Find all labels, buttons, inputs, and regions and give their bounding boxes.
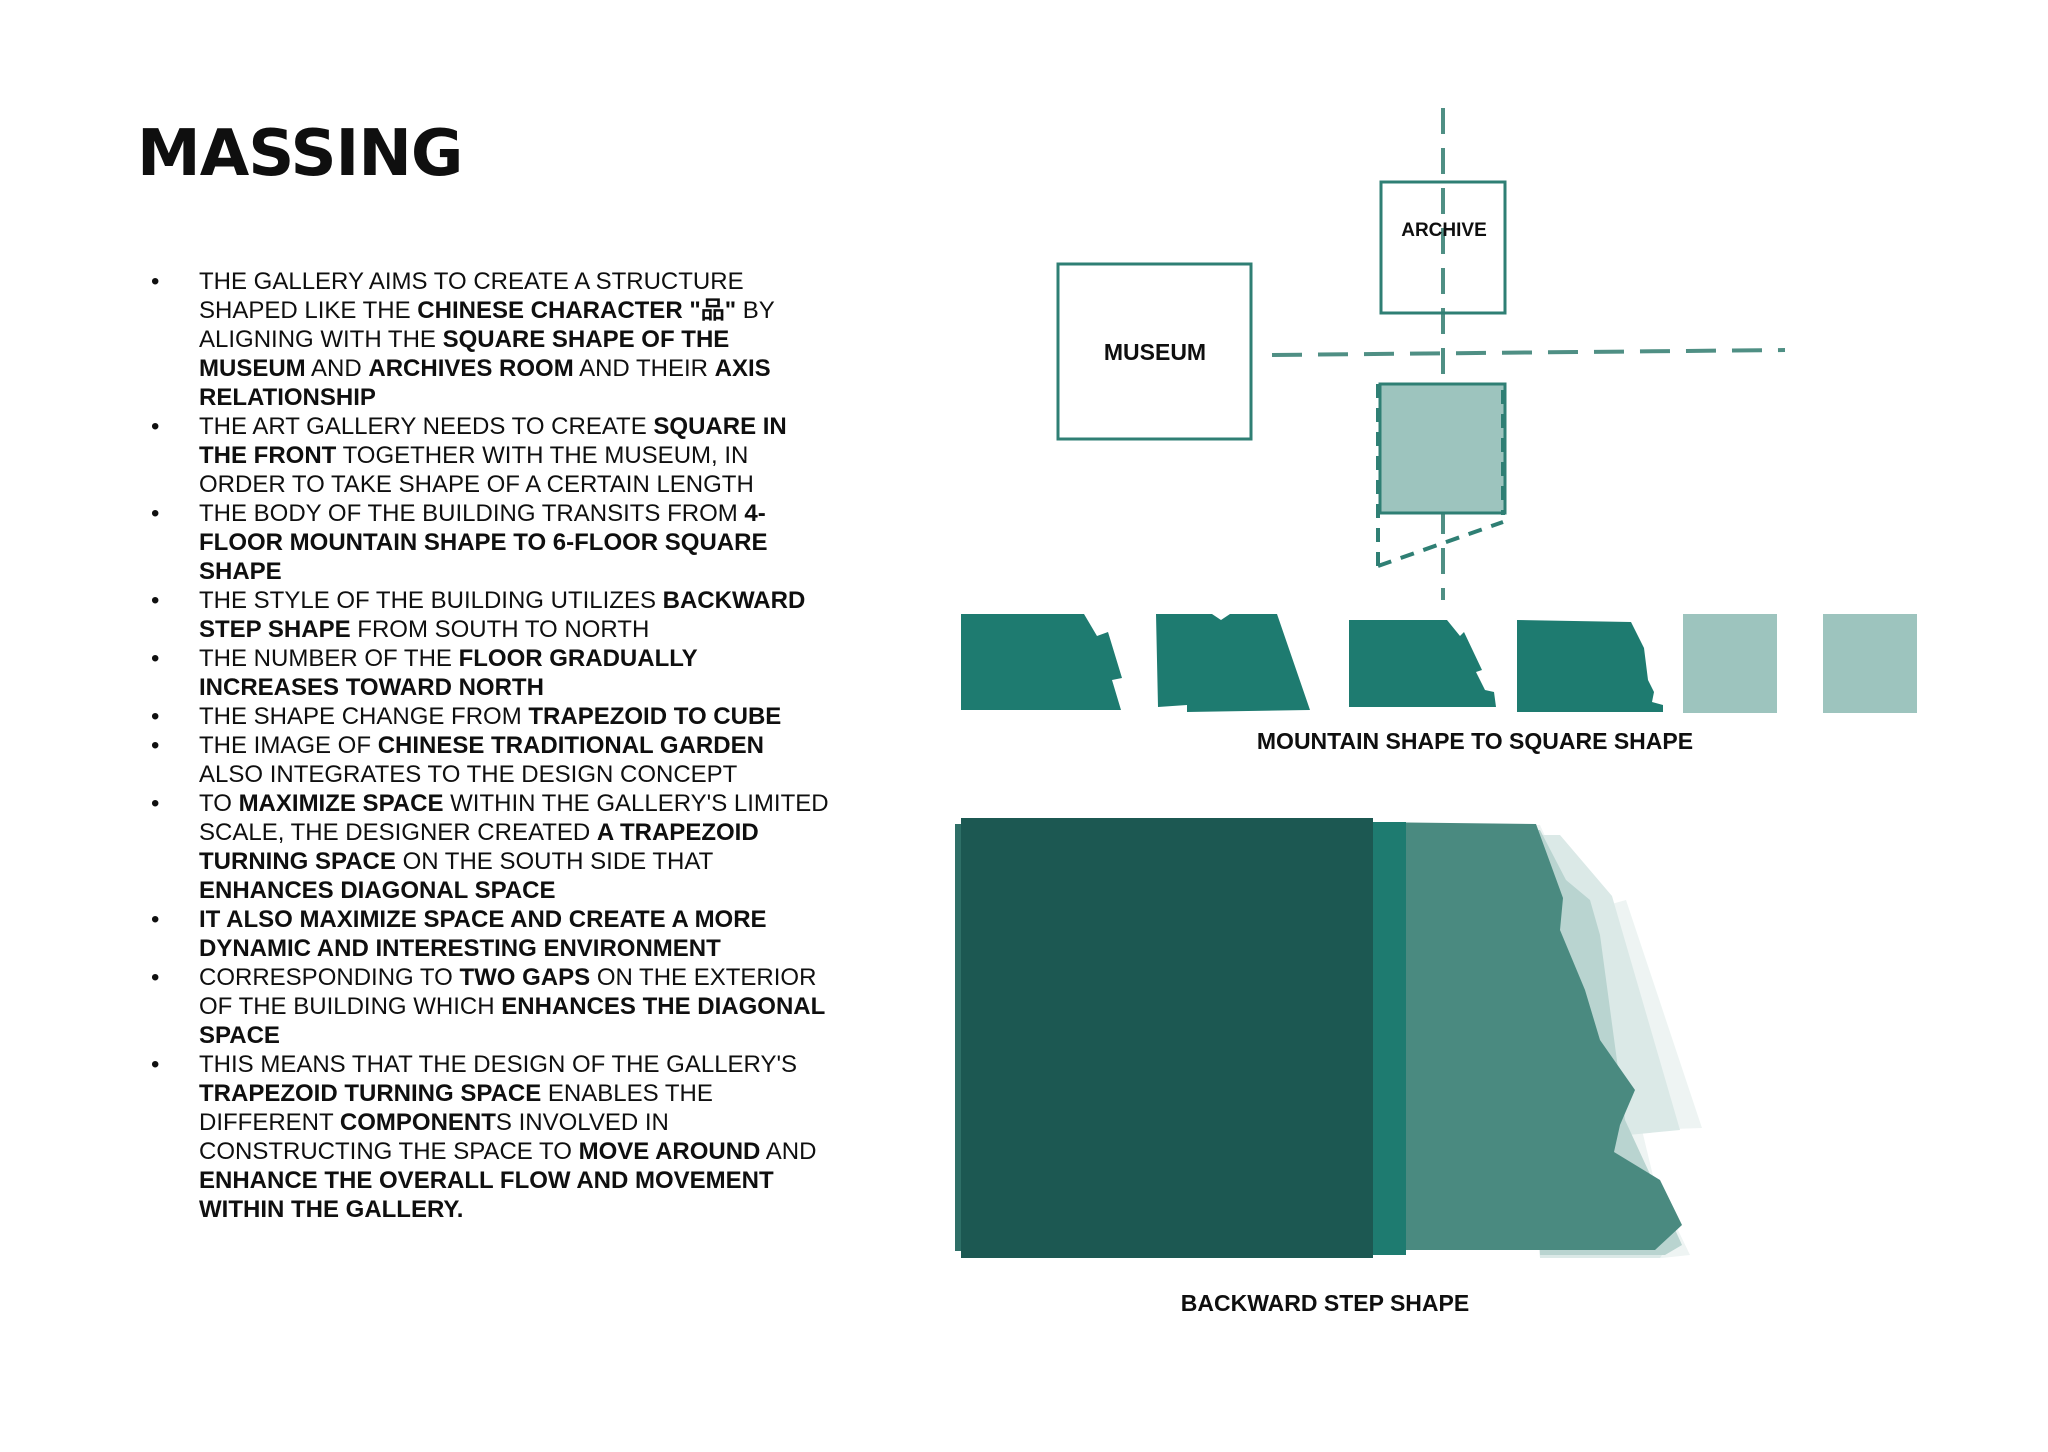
concept-bullet-item: IT ALSO MAXIMIZE SPACE AND CREATE A MORE… <box>151 905 831 963</box>
bullet-text: THE STYLE OF THE BUILDING UTILIZES <box>199 587 663 614</box>
page-title: MASSING <box>137 117 463 191</box>
concept-bullet-item: THE BODY OF THE BUILDING TRANSITS FROM 4… <box>151 499 831 586</box>
concept-bullet-item: THE ART GALLERY NEEDS TO CREATE SQUARE I… <box>151 412 831 499</box>
bullet-emphasis-text: CHINESE TRADITIONAL GARDEN <box>377 732 764 759</box>
square-shape-6 <box>1823 614 1917 713</box>
bullet-emphasis-text: TRAPEZOID TO CUBE <box>528 703 782 730</box>
square-shape-5 <box>1683 614 1777 713</box>
bullet-emphasis-text: MAXIMIZE SPACE <box>238 790 444 817</box>
bullet-text: CORRESPONDING TO <box>199 964 460 991</box>
bullet-text: THE ART GALLERY NEEDS TO CREATE <box>199 413 654 440</box>
concept-bullet-item: THE STYLE OF THE BUILDING UTILIZES BACKW… <box>151 586 831 644</box>
bullet-text: THE SHAPE CHANGE FROM <box>199 703 529 730</box>
bullet-text: AND <box>760 1138 817 1165</box>
concept-bullet-item: THIS MEANS THAT THE DESIGN OF THE GALLER… <box>151 1050 831 1224</box>
bullet-text: S INVOLVED IN CONSTRUCTING THE SPACE TO <box>199 1109 669 1165</box>
backward-caption: BACKWARD STEP SHAPE <box>1181 1290 1469 1316</box>
bullet-emphasis-text: COMPONENT <box>339 1109 496 1136</box>
bullet-emphasis-text: AXIS RELATIONSHIP <box>199 355 771 411</box>
bullet-text: AND <box>305 355 369 382</box>
bullet-text: THIS MEANS THAT THE DESIGN OF THE GALLER… <box>199 1051 798 1078</box>
concept-bullet-list: THE GALLERY AIMS TO CREATE A STRUCTURE S… <box>151 267 831 1224</box>
bullet-emphasis-text: IT ALSO MAXIMIZE SPACE AND CREATE A MORE… <box>199 906 767 962</box>
concept-bullet-item: THE NUMBER OF THE FLOOR GRADUALLY INCREA… <box>151 644 831 702</box>
bullet-emphasis-text: ENHANCE THE OVERALL FLOW AND MOVEMENT WI… <box>199 1167 774 1223</box>
archive-box <box>1379 180 1507 315</box>
mountain-shape-3 <box>1349 620 1496 707</box>
bullet-text: ON THE EXTERIOR OF THE BUILDING WHICH <box>199 964 817 1020</box>
backward-layer-teal-strip <box>1373 822 1406 1255</box>
bullet-text: THE GALLERY AIMS TO CREATE A STRUCTURE S… <box>199 268 744 324</box>
bullet-text: AND THEIR <box>573 355 715 382</box>
concept-bullet-item: THE IMAGE OF CHINESE TRADITIONAL GARDEN … <box>151 731 831 789</box>
bullet-emphasis-text: SQUARE IN THE FRONT <box>199 413 787 469</box>
bullet-emphasis-text: BACKWARD STEP SHAPE <box>199 587 806 643</box>
bullet-text: ENABLES THE DIFFERENT <box>199 1080 713 1136</box>
concept-bullet-item: TO MAXIMIZE SPACE WITHIN THE GALLERY'S L… <box>151 789 831 905</box>
backward-layer-dark <box>961 818 1373 1258</box>
bullet-text: THE NUMBER OF THE <box>199 645 459 672</box>
concept-bullet-item: CORRESPONDING TO TWO GAPS ON THE EXTERIO… <box>151 963 831 1050</box>
bullet-emphasis-text: CHINESE CHARACTER "品" <box>417 297 737 324</box>
bullet-text: THE IMAGE OF <box>199 732 378 759</box>
bullet-emphasis-text: ENHANCES DIAGONAL SPACE <box>199 877 556 904</box>
bullet-text: THE BODY OF THE BUILDING TRANSITS FROM <box>199 500 745 527</box>
mountain-caption: MOUNTAIN SHAPE TO SQUARE SHAPE <box>1257 728 1693 754</box>
bullet-emphasis-text: 4-FLOOR MOUNTAIN SHAPE TO 6-FLOOR SQUARE… <box>199 500 768 585</box>
mountain-shape-1 <box>961 614 1122 710</box>
museum-box <box>1056 262 1253 441</box>
gallery-dashed-diagonal <box>1377 520 1504 568</box>
concept-bullet-item: THE SHAPE CHANGE FROM TRAPEZOID TO CUBE <box>151 702 831 731</box>
bullet-emphasis-text: A TRAPEZOID TURNING SPACE <box>199 819 759 875</box>
bullet-text: FROM SOUTH TO NORTH <box>350 616 650 643</box>
bullet-text: WITHIN THE GALLERY'S LIMITED SCALE, THE … <box>199 790 829 846</box>
bullet-text: TO <box>199 790 239 817</box>
bullet-emphasis-text: SQUARE SHAPE OF THE MUSEUM <box>199 326 730 382</box>
bullet-text: TOGETHER WITH THE MUSEUM, IN ORDER TO TA… <box>199 442 754 498</box>
concept-bullet-item: THE GALLERY AIMS TO CREATE A STRUCTURE S… <box>151 267 831 412</box>
bullet-emphasis-text: ENHANCES THE DIAGONAL SPACE <box>199 993 825 1049</box>
bullet-emphasis-text: TWO GAPS <box>459 964 591 991</box>
museum-label: MUSEUM <box>1104 339 1206 365</box>
backward-layer-mid <box>1370 822 1682 1250</box>
bullet-text: ALSO INTEGRATES TO THE DESIGN CONCEPT <box>199 761 738 788</box>
bullet-emphasis-text: ARCHIVES ROOM <box>368 355 574 382</box>
bullet-emphasis-text: FLOOR GRADUALLY INCREASES TOWARD NORTH <box>199 645 698 701</box>
mountain-shape-2 <box>1156 614 1310 712</box>
gallery-square <box>1378 382 1507 515</box>
bullet-emphasis-text: MOVE AROUND <box>578 1138 761 1165</box>
bullet-text: ON THE SOUTH SIDE THAT <box>395 848 713 875</box>
archive-label: ARCHIVE <box>1401 220 1487 241</box>
bullet-text: BY ALIGNING WITH THE <box>199 297 775 353</box>
bullet-emphasis-text: TRAPEZOID TURNING SPACE <box>199 1080 542 1107</box>
mountain-shape-4 <box>1517 620 1663 712</box>
horizontal-axis-line <box>1271 348 1786 357</box>
